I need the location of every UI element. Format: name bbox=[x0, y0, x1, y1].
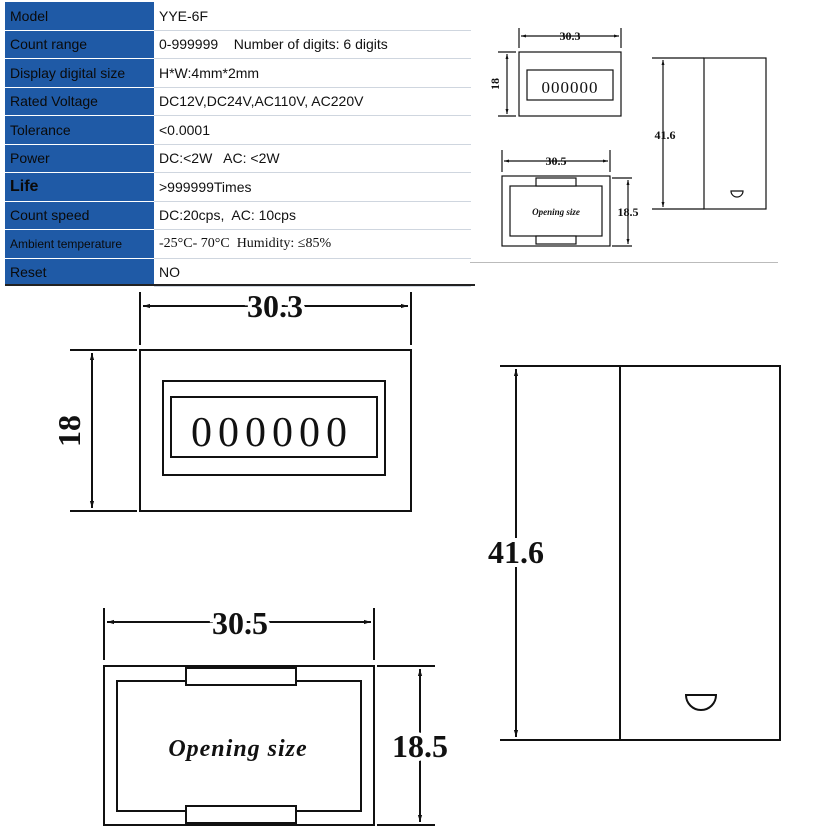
spec-row-count-range: Count range 0-999999 Number of digits: 6… bbox=[5, 30, 471, 59]
spec-label: Model bbox=[5, 2, 154, 31]
spec-value: YYE-6F bbox=[154, 2, 471, 31]
spec-value: -25°C- 70°C Humidity: ≤85% bbox=[154, 229, 471, 259]
spec-value: H*W:4mm*2mm bbox=[154, 58, 471, 88]
table-bottom-rule bbox=[5, 284, 475, 286]
spec-row-ambient-temperature: Ambient temperature -25°C- 70°C Humidity… bbox=[5, 229, 471, 259]
thumb-side-length-label: 41.6 bbox=[655, 128, 676, 142]
front-view bbox=[70, 292, 412, 512]
thumbnail-front-view bbox=[498, 28, 622, 117]
thumb-opening-height-label: 18.5 bbox=[618, 205, 639, 219]
spec-value: NO bbox=[154, 258, 471, 287]
spec-row-power: Power DC:<2W AC: <2W bbox=[5, 144, 471, 173]
front-height-label: 18 bbox=[51, 415, 87, 447]
spec-table: Model YYE-6F Count range 0-999999 Number… bbox=[5, 2, 471, 287]
spec-label: Ambient temperature bbox=[5, 229, 154, 259]
opening-height-label: 18.5 bbox=[392, 728, 448, 764]
spec-label: Power bbox=[5, 144, 154, 173]
thumb-opening-width-label: 30.5 bbox=[546, 154, 567, 168]
thumbnail-side-view bbox=[652, 57, 767, 210]
opening-view bbox=[103, 608, 435, 826]
thumbnail-divider bbox=[470, 262, 778, 263]
spec-row-reset: Reset NO bbox=[5, 258, 471, 287]
spec-row-tolerance: Tolerance <0.0001 bbox=[5, 115, 471, 145]
spec-row-rated-voltage: Rated Voltage DC12V,DC24V,AC110V, AC220V bbox=[5, 87, 471, 116]
spec-row-model: Model YYE-6F bbox=[5, 2, 471, 31]
spec-label: Reset bbox=[5, 258, 154, 287]
thumb-front-height-label: 18 bbox=[488, 78, 502, 90]
spec-value: <0.0001 bbox=[154, 115, 471, 145]
spec-value: DC:<2W AC: <2W bbox=[154, 144, 471, 173]
spec-label: Count range bbox=[5, 30, 154, 59]
opening-width-label: 30.5 bbox=[212, 605, 268, 641]
spec-label: Count speed bbox=[5, 201, 154, 230]
side-view bbox=[500, 365, 781, 741]
spec-row-count-speed: Count speed DC:20cps, AC: 10cps bbox=[5, 201, 471, 230]
thumb-counter-digits: 000000 bbox=[542, 78, 599, 97]
thumbnail-opening-view bbox=[501, 150, 632, 247]
opening-size-label: Opening size bbox=[168, 736, 307, 762]
spec-value: >999999Times bbox=[154, 172, 471, 202]
side-length-label: 41.6 bbox=[488, 534, 544, 570]
thumb-opening-size-label: Opening size bbox=[532, 207, 580, 217]
spec-value: DC:20cps, AC: 10cps bbox=[154, 201, 471, 230]
spec-row-display-size: Display digital size H*W:4mm*2mm bbox=[5, 58, 471, 88]
thumb-front-width-label: 30.3 bbox=[560, 29, 581, 43]
spec-value: 0-999999 Number of digits: 6 digits bbox=[154, 30, 471, 59]
spec-label: Tolerance bbox=[5, 115, 154, 145]
spec-label: Life bbox=[5, 172, 154, 202]
front-width-label: 30.3 bbox=[247, 288, 303, 324]
spec-value: DC12V,DC24V,AC110V, AC220V bbox=[154, 87, 471, 116]
counter-digits: 000000 bbox=[191, 410, 353, 456]
spec-label: Display digital size bbox=[5, 58, 154, 88]
spec-label: Rated Voltage bbox=[5, 87, 154, 116]
spec-row-life: Life >999999Times bbox=[5, 172, 471, 202]
